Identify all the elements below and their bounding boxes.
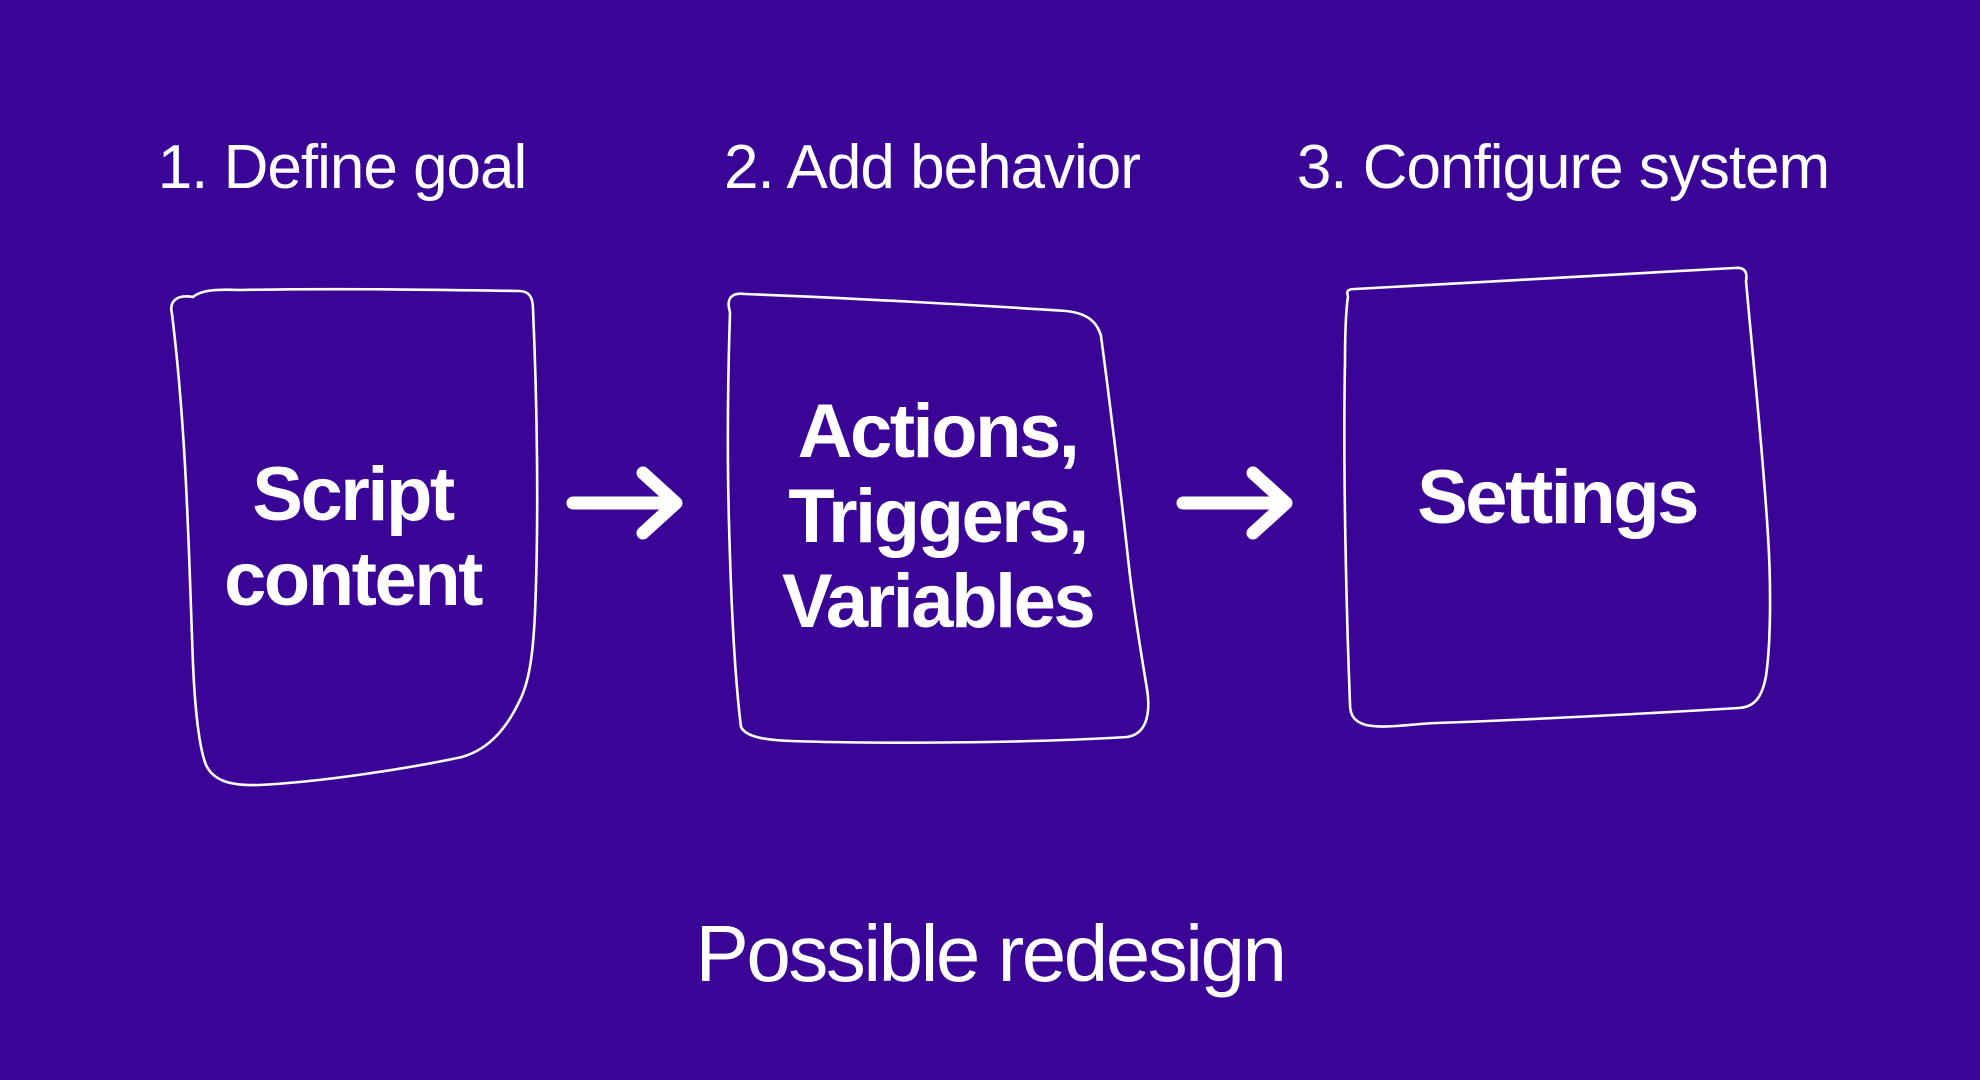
box-text-actions-triggers-variables: Actions, Triggers, Variables [725,294,1150,739]
box-text-settings: Settings [1346,270,1768,725]
box-text-line: content [224,537,483,622]
box-text-line: Variables [781,559,1096,644]
arrow-right-icon [566,466,683,540]
box-outline-add-behavior [726,292,1150,744]
step-label-define-goal: 1. Define goal [157,133,528,202]
box-text-line: Settings [1417,455,1699,540]
arrow-right-icon [1176,466,1293,540]
step-label-configure-system: 3. Configure system [1296,133,1830,202]
box-text-script-content: Script content [170,292,535,810]
box-outline-configure-system [1343,266,1772,728]
step-label-add-behavior: 2. Add behavior [724,133,1141,202]
box-text-line: Actions, [797,389,1080,474]
box-text-line: Triggers, [788,474,1089,559]
box-text-line: Script [252,452,455,537]
box-outline-define-goal [170,287,539,787]
caption: Possible redesign [695,909,1287,998]
